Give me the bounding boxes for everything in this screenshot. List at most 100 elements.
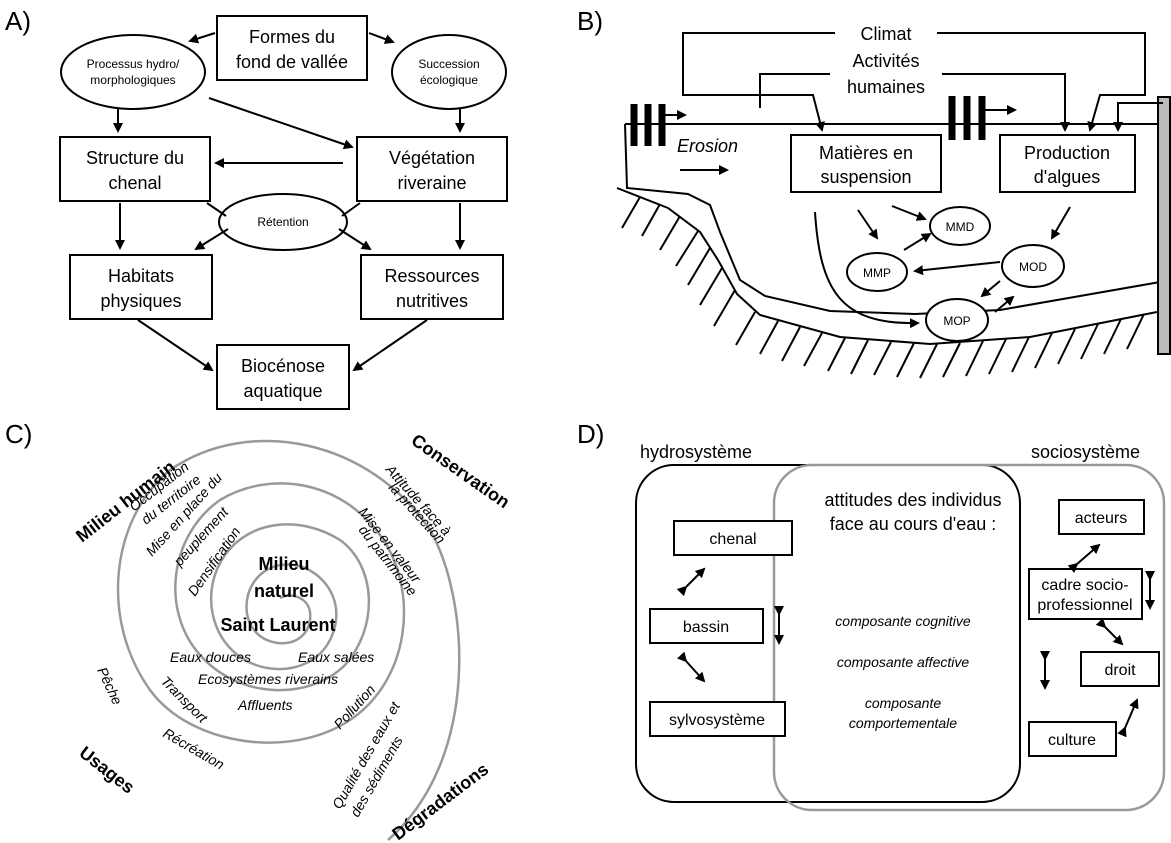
usages-label: Usages — [76, 742, 139, 797]
node-chenal-box — [673, 520, 793, 556]
node-matieres-line1: Matières en — [819, 143, 913, 163]
arrow-production-mod — [1050, 206, 1071, 240]
arrow-habitats-biocenose — [137, 319, 214, 372]
node-acteurs-box — [1058, 499, 1145, 535]
node-bassin-label: bassin — [683, 619, 729, 636]
node-mop-label: MOP — [943, 314, 970, 328]
node-production-line2: d'algues — [1034, 167, 1101, 187]
panel-d-label: D) — [577, 419, 604, 449]
node-biocenose-box — [216, 344, 350, 410]
node-biocenose-line1: Biocénose — [241, 356, 325, 376]
node-droit-label: droit — [1104, 662, 1136, 679]
arrow-formes-succession — [368, 32, 395, 44]
panel-c-label: C) — [5, 419, 32, 449]
recreation-label: Récréation — [161, 725, 228, 773]
node-mmp-label: MMP — [863, 266, 891, 280]
riverbank-hatching — [616, 187, 1158, 379]
arrow-processus-vegetation — [208, 97, 354, 150]
node-ressources-box — [360, 254, 504, 320]
arrow-mod-mop — [980, 280, 1001, 298]
node-mmd-ellipse — [929, 206, 991, 246]
line-climat-production — [937, 32, 1146, 132]
line-climat-matieres — [682, 32, 835, 132]
node-habitats-box — [69, 254, 213, 320]
line-wall-production — [1113, 102, 1163, 132]
node-habitats-line2: physiques — [100, 291, 181, 311]
attitudes-line1: attitudes des individus — [824, 490, 1001, 510]
panel-d: D) hydrosystème sociosystème attitudes d… — [577, 419, 1166, 812]
arrow-cadre-droit — [1095, 617, 1124, 646]
node-retention-ellipse — [218, 193, 348, 251]
flow-marker-left — [630, 104, 687, 146]
node-production-line1: Production — [1024, 143, 1110, 163]
activites-line2: humaines — [847, 77, 925, 97]
affective-label: composante affective — [837, 654, 970, 670]
node-ressources-line2: nutritives — [396, 291, 468, 311]
node-processus-line1: Processus hydro/ — [87, 57, 180, 71]
arrow-mmp-mmd — [903, 232, 932, 251]
node-culture-label: culture — [1048, 732, 1096, 749]
node-biocenose-line2: aquatique — [243, 381, 322, 401]
line-activites-production — [942, 73, 1070, 132]
panel-b: B) — [577, 6, 1171, 379]
sociosysteme-label: sociosystème — [1031, 442, 1140, 462]
arrow-matieres-mmd — [891, 205, 927, 221]
node-bassin-box — [649, 608, 764, 644]
node-sylvosysteme-box — [649, 701, 786, 737]
panel-a-label: A) — [5, 6, 31, 36]
ecosystemes-label: Ecosystèmes riverains — [198, 671, 338, 687]
node-vegetation-line2: riveraine — [397, 173, 466, 193]
node-processus-line2: morphologiques — [90, 73, 175, 87]
node-sylvosysteme-label: sylvosystème — [669, 712, 765, 729]
panel-a: A) Formes du fond de vallée Processus hy… — [5, 6, 508, 410]
node-structure-box — [59, 136, 211, 202]
node-formes-line2: fond de vallée — [236, 52, 348, 72]
node-droit-box — [1080, 651, 1160, 687]
node-cadre-line2: professionnel — [1037, 597, 1132, 614]
arrow-mop-mod — [994, 295, 1015, 313]
erosion-label: Erosion — [677, 136, 738, 156]
panel-c: C) Milieu humain Conservation Usages Dég… — [5, 419, 513, 843]
arrow-bassin-sylvosysteme — [676, 651, 706, 683]
node-formes-line1: Formes du — [249, 27, 335, 47]
climat-label: Climat — [860, 24, 911, 44]
hydrosysteme-label: hydrosystème — [640, 442, 752, 462]
node-retention-label: Rétention — [257, 215, 308, 229]
arrow-matieres-mmp — [857, 209, 879, 240]
line-activites-left — [759, 73, 830, 108]
arrow-matieres-mop — [814, 211, 920, 329]
node-acteurs-label: acteurs — [1075, 510, 1127, 527]
peche-label: Pêche — [94, 665, 125, 708]
node-formes-box — [216, 15, 368, 81]
eaux-douces-label: Eaux douces — [170, 649, 251, 665]
node-culture-box — [1028, 721, 1117, 757]
flow-marker-middle — [948, 96, 1017, 140]
arrow-chenal-bassin — [676, 567, 706, 597]
node-chenal-label: chenal — [709, 531, 756, 548]
pollution-label: Pollution — [330, 681, 378, 732]
arrow-droit-culture — [1117, 698, 1139, 738]
node-production-box — [999, 134, 1136, 193]
activites-line1: Activités — [852, 51, 919, 71]
arrow-mod-mmp — [913, 261, 1001, 276]
node-mod-ellipse — [1001, 244, 1065, 288]
arrow-ressources-biocenose — [352, 319, 428, 372]
attitudes-line2: face au cours d'eau : — [830, 514, 997, 534]
node-structure-line2: chenal — [108, 173, 161, 193]
node-matieres-line2: suspension — [820, 167, 911, 187]
node-ressources-line1: Ressources — [384, 266, 479, 286]
node-vegetation-line1: Végétation — [389, 148, 475, 168]
node-cadre-line1: cadre socio- — [1041, 577, 1128, 594]
line-structure-retention — [206, 202, 227, 217]
eaux-salees-label: Eaux salées — [298, 649, 374, 665]
node-mmd-label: MMD — [946, 220, 975, 234]
node-succession-line1: Succession — [418, 57, 479, 71]
comportementale-line1: composante — [865, 695, 941, 711]
node-mop-ellipse — [925, 298, 989, 342]
node-mmp-ellipse — [846, 252, 908, 292]
node-mod-label: MOD — [1019, 260, 1047, 274]
node-matieres-box — [790, 134, 942, 193]
comportementale-line2: comportementale — [849, 715, 957, 731]
node-cadre-box — [1028, 568, 1143, 620]
